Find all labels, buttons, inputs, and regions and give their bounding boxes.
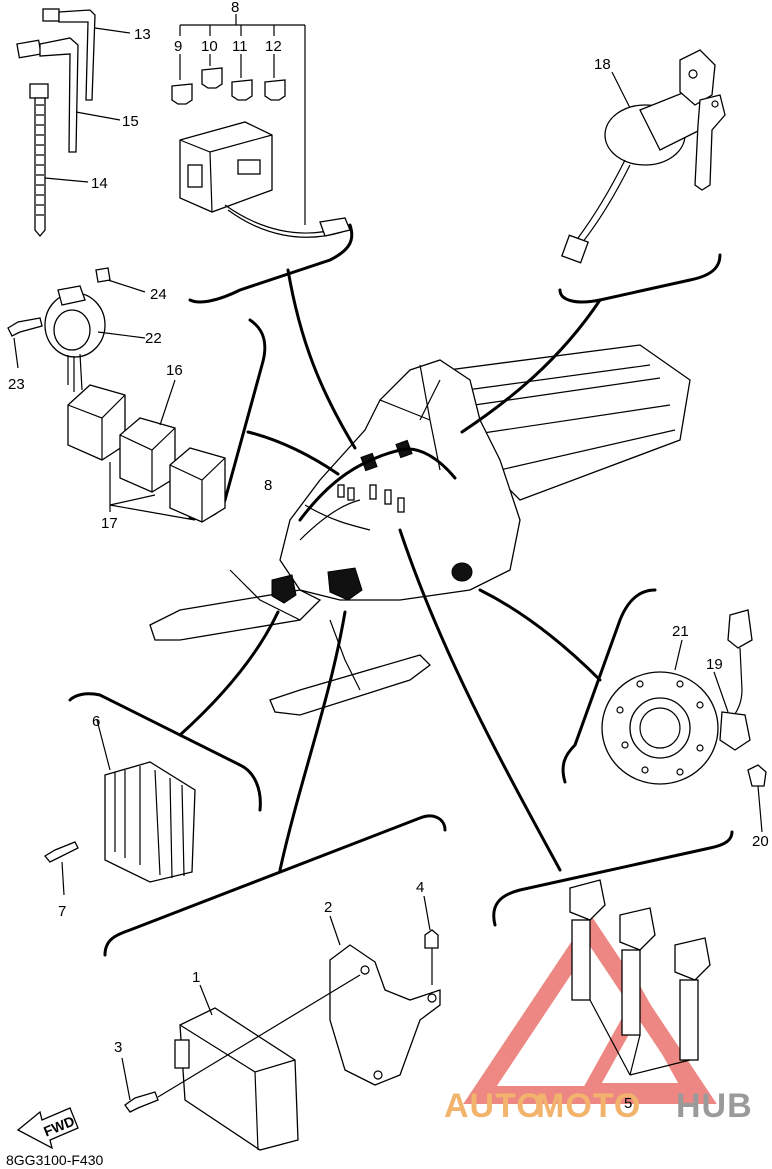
main-switch-assembly	[561, 49, 726, 264]
callout-12: 12	[265, 38, 282, 55]
watermark-part1: AUTO	[444, 1087, 544, 1125]
callout-5: 5	[624, 1095, 632, 1112]
horn-assembly	[7, 267, 146, 392]
callout-16: 16	[166, 362, 183, 379]
callout-20: 20	[752, 833, 769, 850]
callout-14: 14	[91, 175, 108, 192]
callout-1: 1	[192, 969, 200, 986]
callout-8-top: 8	[231, 0, 239, 16]
diagram-code: 8GG3100-F430	[6, 1152, 103, 1168]
leader-lines	[178, 268, 602, 872]
callout-6: 6	[92, 713, 100, 730]
cdi-unit-assembly	[121, 895, 441, 1151]
snowmobile-illustration	[149, 344, 691, 716]
callout-21: 21	[672, 623, 689, 640]
callout-2: 2	[324, 899, 332, 916]
watermark-part3: HUB	[676, 1087, 753, 1125]
callout-19: 19	[706, 656, 723, 673]
spark-plug-caps	[569, 879, 711, 1076]
callout-10: 10	[201, 38, 218, 55]
callout-22: 22	[145, 330, 162, 347]
fwd-arrow-icon: FWD	[16, 1107, 79, 1150]
callout-7: 7	[58, 903, 66, 920]
watermark-logo	[463, 913, 717, 1104]
callout-9: 9	[174, 38, 182, 55]
rectifier-assembly	[44, 719, 196, 896]
callout-3: 3	[114, 1039, 122, 1056]
relay-assembly	[67, 379, 226, 523]
callout-17: 17	[101, 515, 118, 532]
callout-13: 13	[134, 26, 151, 43]
pickup-coil-assembly	[601, 609, 767, 833]
group-brackets	[68, 223, 734, 957]
callout-4: 4	[416, 879, 424, 896]
fuse-box-assembly	[171, 14, 351, 238]
callout-numbers: 1 2 3 4 5 6 7 8 8 9 10 11 12 13 14 15 16…	[8, 0, 769, 1112]
callout-24: 24	[150, 286, 167, 303]
callout-18: 18	[594, 56, 611, 73]
callout-23: 23	[8, 376, 25, 393]
callout-15: 15	[122, 113, 139, 130]
callout-8-middle: 8	[264, 477, 272, 494]
callout-11: 11	[232, 38, 248, 55]
watermark-part2: MOTO	[536, 1087, 641, 1125]
cable-ties	[16, 8, 131, 238]
watermark-text: AUTO MOTO HUB	[444, 1087, 753, 1125]
